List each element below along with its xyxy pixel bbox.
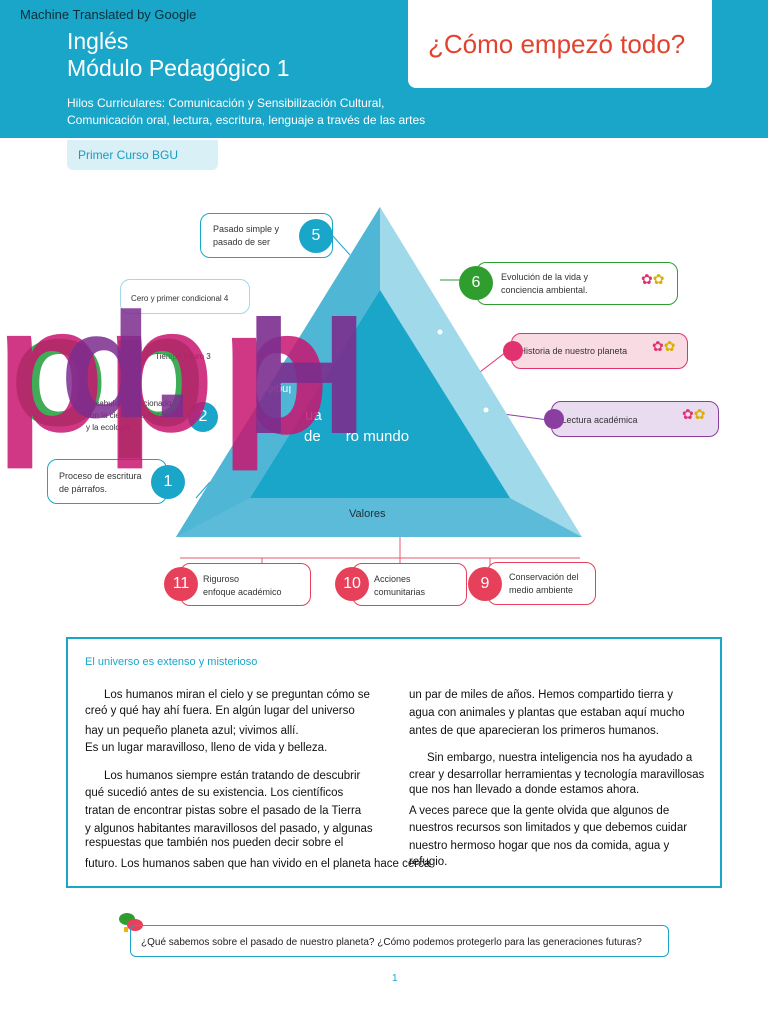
- reading-left-line: creó y qué hay ahí fuera. En algún lugar…: [85, 705, 355, 717]
- course-tab: [67, 140, 218, 170]
- item-1-text-1: Proceso de escritura: [59, 471, 142, 481]
- reading-right-line: un par de miles de años. Hemos compartid…: [409, 689, 673, 701]
- item-11-text-2: enfoque académico: [203, 587, 282, 597]
- reading-right-line: nuestro hermoso hogar que nos da comida,…: [409, 840, 670, 852]
- reading-right-line: antes de que aparecieran los primeros hu…: [409, 725, 659, 737]
- triangle-base-label: Valores: [349, 508, 386, 520]
- title-box: [408, 0, 712, 88]
- item-11-number: 11: [164, 567, 198, 601]
- item-6-box: Evolución de la vida y conciencia ambien…: [476, 262, 678, 305]
- course-label: Primer Curso BGU: [78, 148, 179, 162]
- reading-left-line: futuro. Los humanos saben que han vivido…: [85, 858, 431, 870]
- flowers-icon: ✿✿: [652, 338, 676, 354]
- reading-left-line: Es un lugar maravilloso, lleno de vida y…: [85, 742, 328, 754]
- page-title: ¿Cómo empezó todo?: [428, 29, 686, 59]
- item-10-text-2: comunitarias: [374, 587, 426, 597]
- item-7-number: [503, 341, 523, 361]
- item-6-text-2: conciencia ambiental.: [501, 285, 588, 295]
- curricular-threads-line1: Hilos Curriculares: Comunicación y Sensi…: [67, 96, 385, 110]
- reading-box: [66, 637, 722, 888]
- reading-left-line: Los humanos siempre están tratando de de…: [104, 770, 361, 782]
- item-7-box: 7 Historia de nuestro planeta ✿✿: [511, 333, 688, 369]
- overlay-glyph-green: op: [10, 280, 206, 459]
- item-4-text: Cero y primer condicional 4: [131, 294, 229, 303]
- item-4-box: [120, 279, 250, 314]
- overlay-glyph-purple: d.: [60, 281, 194, 449]
- reading-right-line: crear y desarrollar herramientas y tecno…: [409, 769, 705, 781]
- overlay-glyph-purple-2: H: [245, 280, 368, 470]
- item-2-text-2: con la ciencia, la historia: [86, 411, 174, 420]
- flowers-icon: ✿✿: [641, 271, 665, 287]
- item-7-text: 7 Historia de nuestro planeta: [512, 346, 628, 356]
- item-9-text-1: Conservación del: [509, 572, 579, 582]
- item-8-text: 8 Lectura académica: [554, 415, 638, 425]
- question-box: [130, 925, 669, 957]
- reading-left-line: y algunos habitantes maravillosos del pa…: [85, 823, 373, 835]
- item-10-number: 10: [335, 567, 369, 601]
- item-2-text-1: Vocabulario relacionado: [86, 399, 172, 408]
- overlay-glyph-magenta: pp: [0, 269, 215, 470]
- module-title: Módulo Pedagógico 1: [67, 55, 290, 81]
- reading-right-line: refugio.: [409, 856, 448, 868]
- reading-left-line: hay un pequeño planeta azul; vivimos all…: [85, 725, 299, 737]
- reading-left-line: Los humanos miran el cielo y se pregunta…: [104, 689, 370, 701]
- reading-left-line: respuestas que también nos pueden decir …: [85, 837, 344, 849]
- curricular-threads-line2: Comunicación oral, lectura, escritura, l…: [67, 113, 426, 127]
- item-11-box: Riguroso enfoque académico: [180, 563, 311, 606]
- reading-right-line: A veces parece que la gente olvida que a…: [409, 805, 670, 817]
- item-2-text-3: y la ecología: [86, 423, 131, 432]
- reading-title: El universo es extenso y misterioso: [85, 656, 258, 668]
- item-11-text-1: Riguroso: [203, 574, 240, 584]
- item-5-number: 5: [299, 219, 333, 253]
- reading-right-line: agua con animales y plantas que estaban …: [409, 707, 685, 719]
- item-10-text-1: Acciones: [374, 574, 411, 584]
- item-5-text-2: pasado de ser: [213, 237, 271, 247]
- item-9-box: Conservación del medio ambiente: [487, 562, 596, 605]
- reading-right-line: nuestros recursos son limitados y que de…: [409, 822, 688, 834]
- page-number: 1: [392, 973, 398, 984]
- triangle-diagram: [176, 207, 582, 580]
- item-10-box: Acciones comunitarias: [352, 563, 467, 606]
- item-6-text-1: Evolución de la vida y: [501, 272, 589, 282]
- question-text: ¿Qué sabemos sobre el pasado de nuestro …: [141, 937, 642, 948]
- item-6-number: 6: [459, 266, 493, 300]
- reading-left-line: tratan de encontrar pistas sobre el pasa…: [85, 805, 362, 817]
- subject-title: Inglés: [67, 28, 129, 54]
- item-1-box: Proceso de escritura de párrafos.: [47, 459, 167, 504]
- overlay-glyph-magenta-2: p: [220, 271, 330, 472]
- item-8-box: 8 Lectura académica ✿✿: [551, 401, 719, 437]
- item-9-number: 9: [468, 567, 502, 601]
- reading-left-line: qué sucedió antes de su existencia. Los …: [85, 787, 344, 799]
- reading-right-line: Sin embargo, nuestra inteligencia nos ha…: [427, 752, 693, 764]
- item-9-text-2: medio ambiente: [509, 585, 574, 595]
- item-5-text-1: Pasado simple y: [213, 224, 280, 234]
- flowers-icon: ✿✿: [682, 406, 706, 422]
- triangle-center-text-1: ua: [305, 407, 322, 424]
- item-3-text: Tiempo futuro 3: [155, 352, 211, 361]
- item-1-number: 1: [151, 465, 185, 499]
- item-8-number: [544, 409, 564, 429]
- item-2-number: 2: [188, 402, 218, 432]
- item-1-text-2: de párrafos.: [59, 484, 108, 494]
- reading-right-line: que nos han llevado a donde estamos ahor…: [409, 784, 640, 796]
- triangle-center-text-2: de ro mundo: [304, 428, 410, 445]
- machine-translated-label: Machine Translated by Google: [20, 7, 197, 22]
